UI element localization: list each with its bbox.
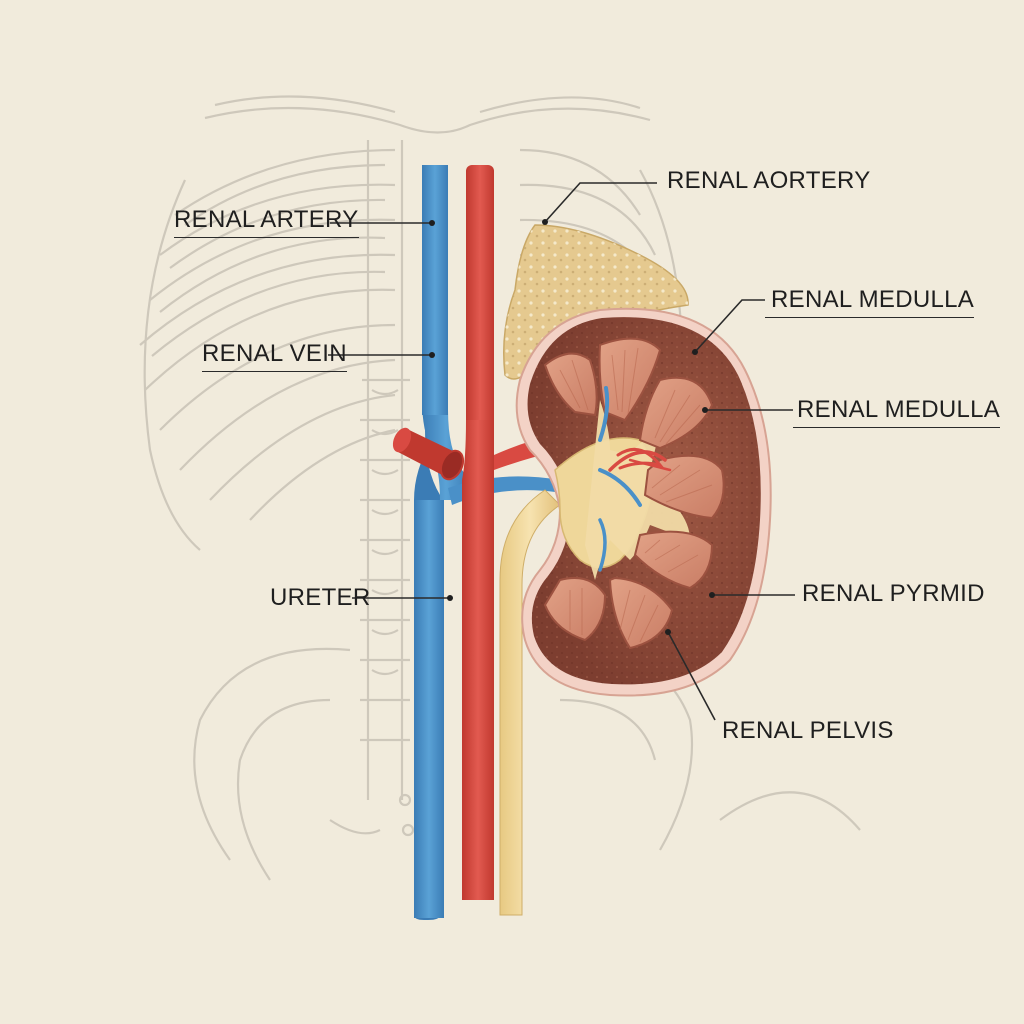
- label-renal-medulla-2: RENAL MEDULLA: [793, 396, 1001, 428]
- label-renal-pelvis: RENAL PELVIS: [722, 717, 894, 744]
- label-ureter: URETER: [270, 584, 371, 611]
- ureter-tube: [499, 489, 561, 916]
- pyramid-1: [543, 352, 598, 417]
- label-renal-artery: RENAL ARTERY: [174, 206, 359, 238]
- leader-dots: [429, 219, 715, 635]
- leader-renal-medulla-1: [694, 299, 765, 353]
- pyramid-2: [598, 337, 662, 422]
- pyramid-4: [643, 454, 725, 520]
- label-renal-pyrmid: RENAL PYRMID: [802, 580, 985, 607]
- pyramid-7: [543, 576, 607, 642]
- leader-lines: [328, 182, 795, 721]
- label-renal-aortery: RENAL AORTERY: [667, 167, 871, 194]
- pyramid-6: [608, 576, 674, 650]
- leader-renal-aortery: [544, 182, 657, 223]
- label-renal-vein: RENAL VEIN: [202, 340, 347, 372]
- pyramid-5: [633, 530, 714, 590]
- label-renal-medulla-1: RENAL MEDULLA: [765, 286, 975, 318]
- cut-vessel-stub: [392, 427, 465, 481]
- leader-renal-pelvis: [667, 631, 716, 721]
- intrarenal-vessels: [598, 386, 672, 572]
